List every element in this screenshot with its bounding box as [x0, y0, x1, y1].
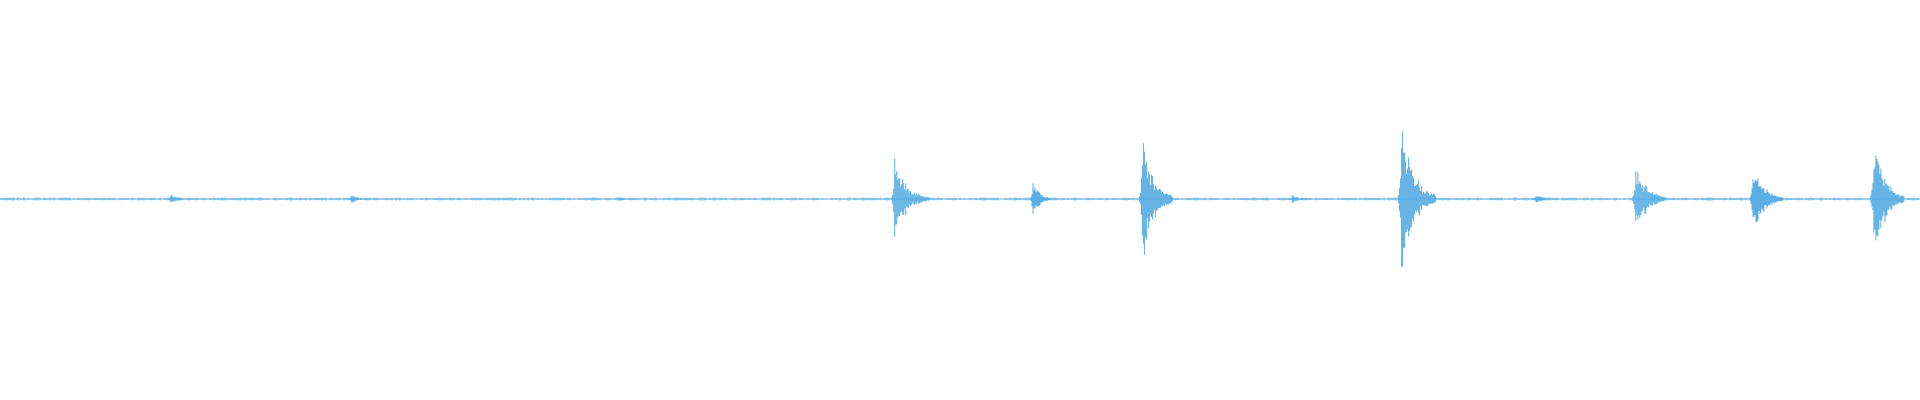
waveform-spike	[891, 158, 930, 238]
waveform-spike	[1532, 196, 1560, 203]
waveform-spike	[1288, 195, 1312, 203]
waveform-spike	[614, 197, 638, 201]
waveform-spike	[1749, 178, 1784, 223]
waveform-spike	[1870, 155, 1905, 241]
waveform-spikes	[0, 131, 1919, 268]
waveform-spike	[1398, 131, 1437, 268]
waveform-spike	[1138, 143, 1173, 255]
waveform-spike	[1632, 171, 1667, 221]
waveform-spike	[347, 196, 375, 203]
waveform-spike	[167, 195, 195, 203]
waveform-spike	[1029, 183, 1053, 214]
